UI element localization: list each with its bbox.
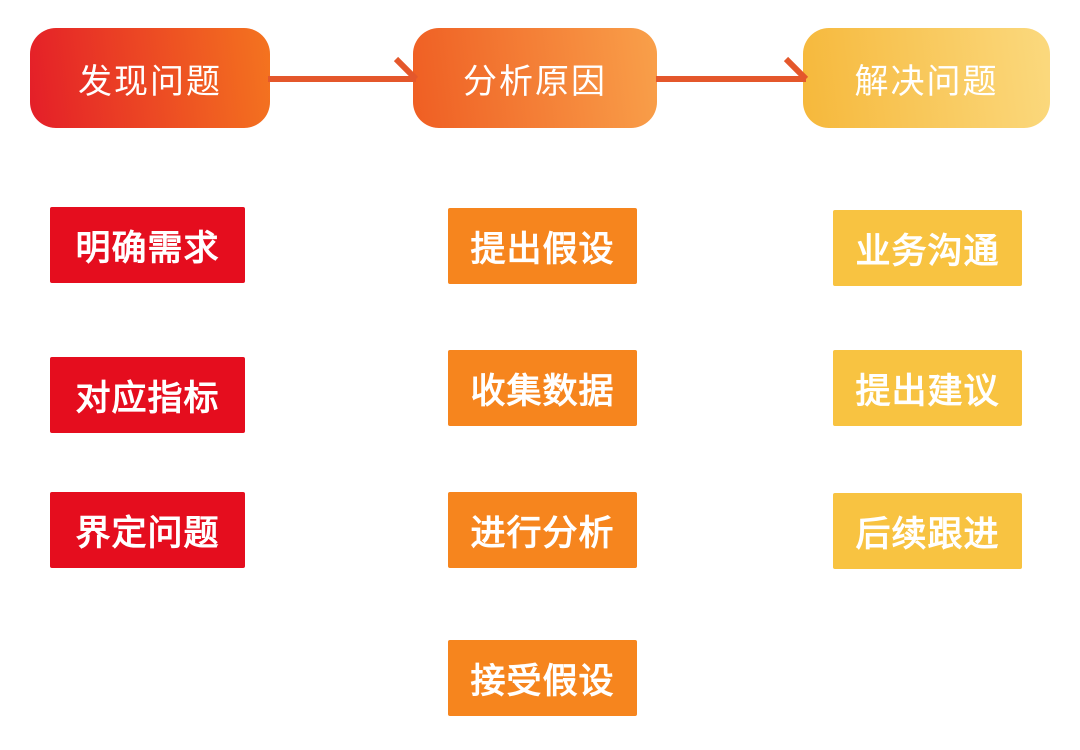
step-run-analysis: 进行分析 <box>448 492 637 568</box>
step-clarify-needs: 明确需求 <box>50 207 245 283</box>
stage-header-label: 发现问题 <box>78 62 222 101</box>
step-business-communication: 业务沟通 <box>833 210 1022 286</box>
step-collect-data: 收集数据 <box>448 350 637 426</box>
step-label: 明确需求 <box>75 228 220 268</box>
step-follow-up: 后续跟进 <box>833 493 1022 569</box>
step-label: 业务沟通 <box>855 231 1000 271</box>
flow-arrow-stage2-to-stage3 <box>656 51 810 90</box>
step-define-problem: 界定问题 <box>50 492 245 568</box>
step-label: 后续跟进 <box>855 514 1000 554</box>
step-label: 提出建议 <box>855 371 1000 411</box>
step-make-recommendations: 提出建议 <box>833 350 1022 426</box>
stage-header-solve-problem: 解决问题 <box>803 28 1050 128</box>
step-label: 界定问题 <box>75 513 220 553</box>
step-label: 对应指标 <box>75 378 220 418</box>
step-label: 收集数据 <box>470 371 615 411</box>
step-map-metrics: 对应指标 <box>50 357 245 433</box>
arrow-right-icon <box>656 56 809 82</box>
step-label: 接受假设 <box>470 661 615 701</box>
step-label: 提出假设 <box>470 229 615 269</box>
stage-header-label: 分析原因 <box>463 62 607 101</box>
arrow-right-icon <box>268 56 419 82</box>
flow-arrow-stage1-to-stage2 <box>268 51 420 90</box>
stage-header-label: 解决问题 <box>854 62 999 101</box>
step-label: 进行分析 <box>470 513 615 553</box>
step-propose-hypothesis: 提出假设 <box>448 208 637 284</box>
stage-header-discover-problem: 发现问题 <box>30 28 270 128</box>
stage-header-analyze-cause: 分析原因 <box>413 28 657 128</box>
step-accept-hypothesis: 接受假设 <box>448 640 637 716</box>
